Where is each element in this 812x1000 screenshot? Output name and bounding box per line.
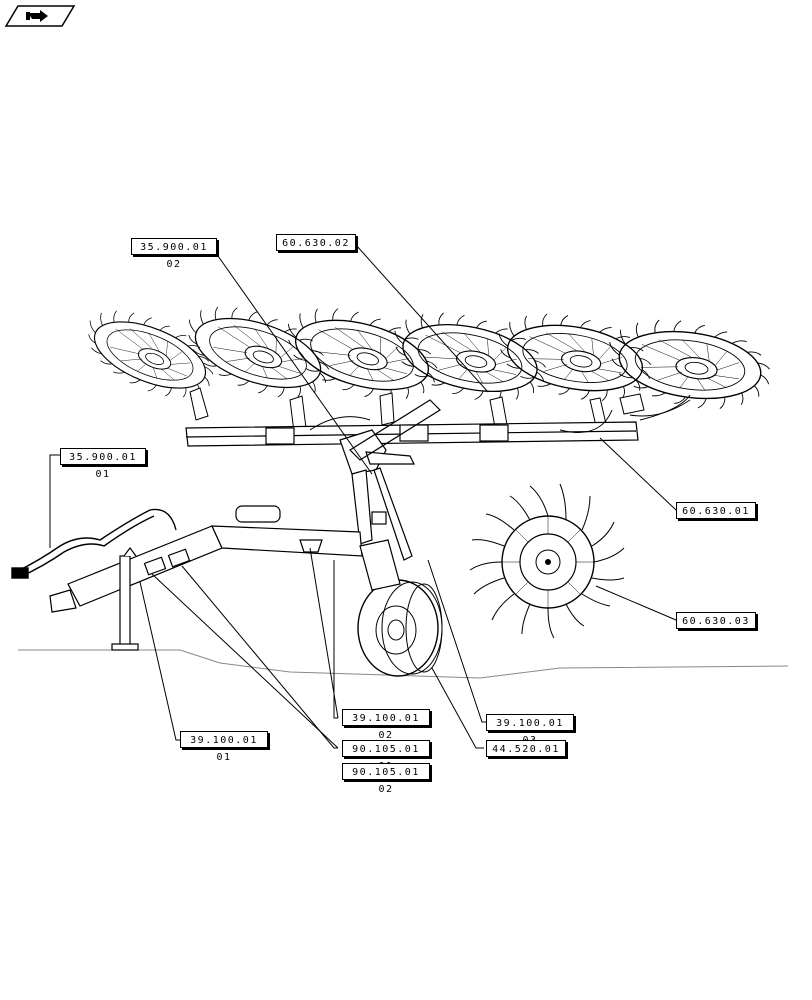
callout-39-100-01-03[interactable]: 39.100.01 03	[486, 714, 574, 746]
central-mast	[339, 399, 441, 561]
callout-60-630-02[interactable]: 60.630.02	[276, 234, 356, 251]
callout-90-105-01-01[interactable]: 90.105.01 01	[342, 740, 430, 772]
callout-39-100-01-01[interactable]: 39.100.01 01	[180, 731, 268, 763]
drawbar	[49, 505, 363, 613]
large-rake-wheel	[469, 483, 625, 639]
next-page-arrow-icon[interactable]	[4, 4, 76, 28]
leader-lines	[49, 244, 677, 749]
callout-35-900-01-01[interactable]: 35.900.01 01	[60, 448, 146, 480]
callout-39-100-01-02[interactable]: 39.100.01 02	[342, 709, 430, 741]
callout-35-900-01-02[interactable]: 35.900.01 02	[131, 238, 217, 270]
jack-stand	[111, 547, 139, 651]
callout-90-105-01-02[interactable]: 90.105.01 02	[342, 763, 430, 795]
callout-60-630-03[interactable]: 60.630.03	[676, 612, 756, 629]
rake-wheels	[73, 292, 777, 418]
callout-44-520-01[interactable]: 44.520.01	[486, 740, 566, 757]
callout-60-630-01[interactable]: 60.630.01	[676, 502, 756, 519]
main-beam	[185, 421, 639, 447]
ground-line	[18, 649, 789, 679]
transport-tire	[357, 579, 443, 677]
hydraulic-hose	[11, 508, 177, 579]
